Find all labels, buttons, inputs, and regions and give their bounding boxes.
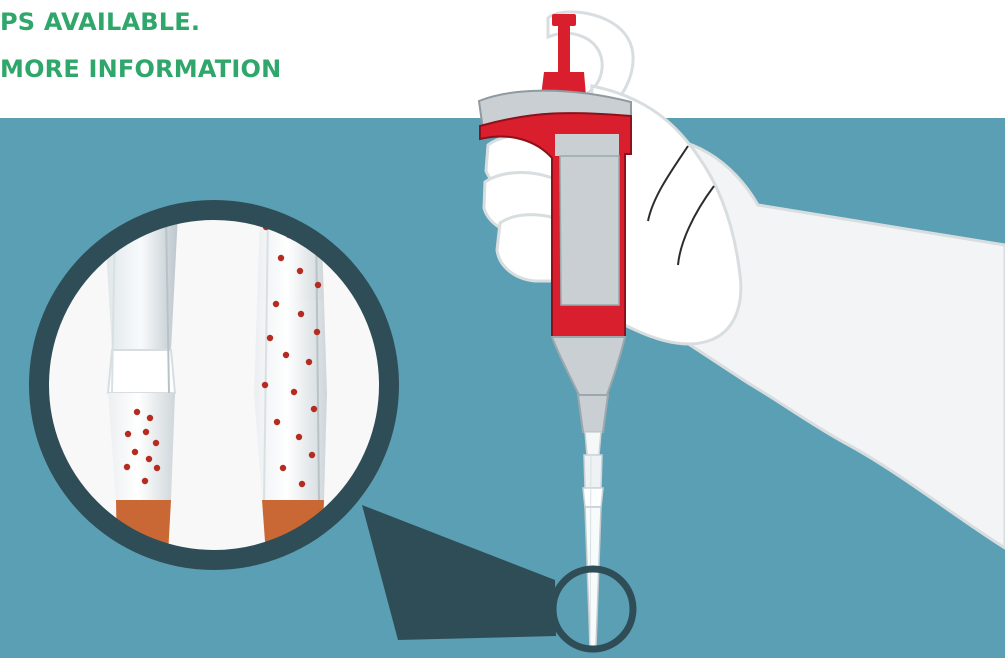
plunger-shaft	[558, 25, 570, 79]
header-line-2: MORE INFORMATION	[0, 57, 281, 81]
header-text: PS AVAILABLE. MORE INFORMATION	[0, 0, 440, 118]
plunger-cap	[552, 14, 576, 26]
header-line-1: PS AVAILABLE.	[0, 10, 200, 34]
